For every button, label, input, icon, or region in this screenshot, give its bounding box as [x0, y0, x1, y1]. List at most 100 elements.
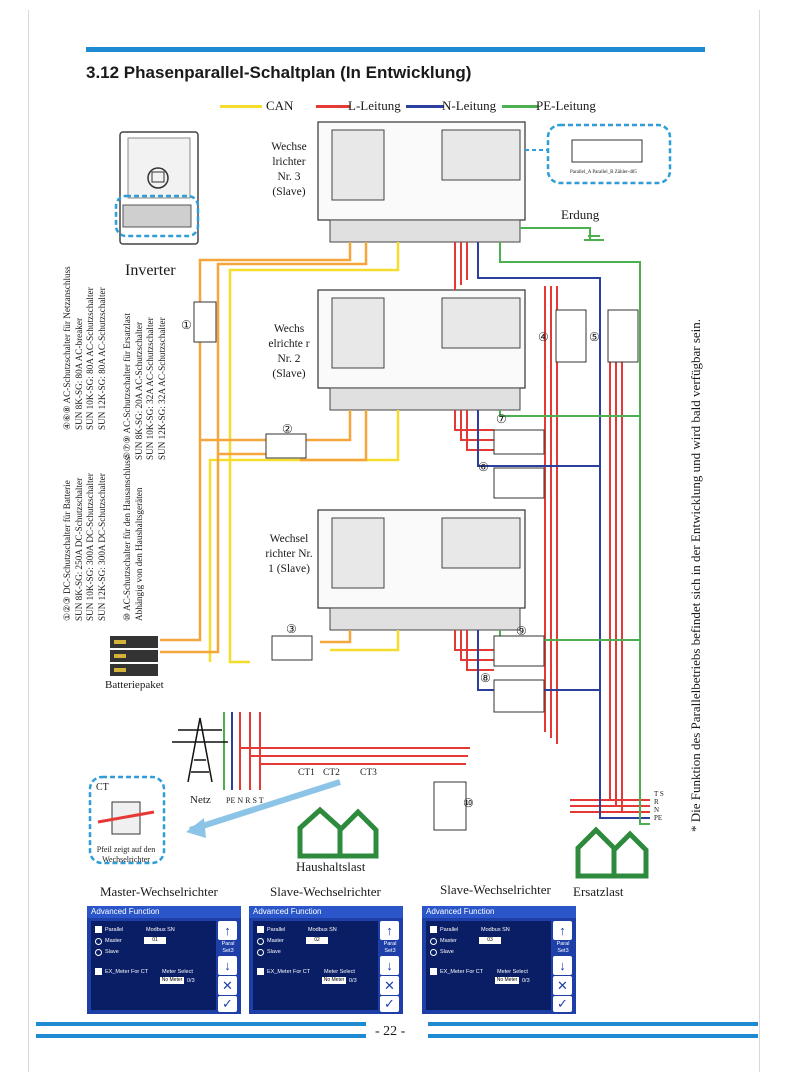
breaker-legend-line: ①②③ DC-Schutzschalter für Batterie	[62, 480, 72, 621]
breaker-legend-grid: ④⑥⑧ AC-Schutzschalter für Netzanschluss …	[62, 266, 108, 430]
up-arrow-icon[interactable]: ↑	[380, 921, 399, 940]
parallel-label: Parallel	[105, 927, 124, 933]
ct1-label: CT1	[298, 768, 315, 778]
paral-set-label: Paral Set3	[221, 941, 235, 954]
up-arrow-icon[interactable]: ↑	[218, 921, 237, 940]
ex-meter-checkbox[interactable]	[257, 968, 264, 975]
modbus-sn-field[interactable]: 01	[144, 937, 166, 944]
confirm-icon[interactable]: ✓	[380, 996, 399, 1012]
breaker-legend-line: SUN 12K-SG: 300A DC-Schutzschalter	[96, 473, 107, 621]
meter-suffix: 0/3	[187, 978, 195, 984]
confirm-icon[interactable]: ✓	[218, 996, 237, 1012]
breaker-number-7: ⑦	[496, 412, 507, 426]
ex-meter-label: EX_Meter For CT	[105, 969, 149, 975]
breaker-legend-line: SUN 10K-SG: 32A AC-Schutzschalter	[145, 317, 155, 460]
ex-meter-checkbox[interactable]	[95, 968, 102, 975]
breaker-legend-line: Abhängig von den Haushaltsgeräten	[133, 487, 144, 621]
down-arrow-icon[interactable]: ↓	[380, 956, 399, 975]
modbus-sn-field[interactable]: 03	[479, 937, 501, 944]
footer-bar-right-2	[428, 1034, 758, 1038]
panel-header: Advanced Function	[249, 906, 403, 918]
paral-set-label: Paral Set3	[383, 941, 397, 954]
ct-note: Pfeil zeigt auf den Wechselrichter	[96, 845, 156, 864]
inverter-illustration	[114, 131, 200, 245]
down-arrow-icon[interactable]: ↓	[553, 956, 572, 975]
confirm-icon[interactable]: ✓	[553, 996, 572, 1012]
ex-meter-checkbox[interactable]	[430, 968, 437, 975]
breaker-legend: ①②③ DC-Schutzschalter für Batterie SUN 8…	[62, 473, 108, 621]
inverter-1-label: Wechsel richter Nr. 1 (Slave)	[265, 533, 313, 575]
breaker-legend-line: SUN 12K-SG: 32A AC-Schutzschalter	[156, 317, 167, 460]
modbus-sn-field[interactable]: 02	[306, 937, 328, 944]
parallel-checkbox[interactable]	[95, 926, 102, 933]
legend-pe-swatch	[502, 105, 538, 108]
parallel-checkbox[interactable]	[257, 926, 264, 933]
panel-content: Parallel Modbus SN Master 01 Slave EX_Me…	[91, 921, 216, 1010]
breaker-legend-backup: ⑤⑦⑨ AC-Schutzschalter für Ersatzlast SUN…	[122, 313, 168, 460]
master-radio[interactable]	[430, 938, 437, 945]
breaker-number-3: ③	[286, 622, 297, 636]
advanced-function-panel-master: Advanced Function Parallel Modbus SN Mas…	[87, 906, 241, 1014]
close-icon[interactable]: ✕	[553, 976, 572, 995]
legend-n: N-Leitung	[406, 98, 506, 114]
up-arrow-icon[interactable]: ↑	[553, 921, 572, 940]
backup-load-label: Ersatzlast	[573, 884, 624, 899]
meter-select-field[interactable]: No Meter	[495, 977, 519, 984]
close-icon[interactable]: ✕	[218, 976, 237, 995]
slave-radio[interactable]	[257, 949, 264, 956]
breaker-number-2: ②	[282, 422, 293, 436]
inverter-3-label: Wechse lrichter Nr. 3 (Slave)	[271, 141, 307, 198]
master-radio[interactable]	[95, 938, 102, 945]
master-radio[interactable]	[257, 938, 264, 945]
breaker-number-4: ④	[538, 330, 549, 344]
meter-select-label: Meter Select	[162, 969, 193, 975]
footer-bar-left-2	[36, 1034, 366, 1038]
ac-wires	[223, 227, 650, 825]
breaker-legend-line: ⑤⑦⑨ AC-Schutzschalter für Ersatzlast	[122, 313, 132, 460]
ct3-label: CT3	[360, 768, 377, 778]
backup-house	[575, 826, 649, 879]
panel-header: Advanced Function	[422, 906, 576, 918]
legend-pe: PE-Leitung	[502, 98, 612, 114]
meter-select-field[interactable]: No Meter	[160, 977, 184, 984]
modbus-label: Modbus SN	[146, 927, 175, 933]
meter-select-label: Meter Select	[324, 969, 355, 975]
advanced-function-panel-slave-2: Advanced Function Parallel Modbus SN Mas…	[422, 906, 576, 1014]
backup-terminals-label: T S R N PE	[654, 790, 664, 822]
footer-bar-right-1	[428, 1022, 758, 1026]
down-arrow-icon[interactable]: ↓	[218, 956, 237, 975]
parallel-note: * Die Funktion des Parallelbetriebs befi…	[688, 318, 703, 832]
page-frame	[28, 10, 760, 1072]
battery-label: Batteriepaket	[105, 679, 164, 691]
legend-l-swatch	[316, 105, 350, 108]
parallel-checkbox[interactable]	[430, 926, 437, 933]
legend-can-swatch	[220, 105, 262, 108]
meter-select-label: Meter Select	[497, 969, 528, 975]
legend-n-label: N-Leitung	[442, 98, 497, 113]
ex-meter-label: EX_Meter For CT	[267, 969, 311, 975]
meter-select-field[interactable]: No Meter	[322, 977, 346, 984]
header-bar	[86, 47, 705, 52]
breaker-legend-line: SUN 10K-SG: 80A AC-Schutzschalter	[85, 287, 95, 430]
earth-symbol	[584, 235, 604, 241]
slave-radio[interactable]	[430, 949, 437, 956]
breaker-number-1: ①	[181, 318, 192, 332]
legend-can-label: CAN	[266, 98, 294, 113]
slave-radio[interactable]	[95, 949, 102, 956]
legend-pe-label: PE-Leitung	[536, 98, 596, 113]
breaker-legend-house: ⑩ AC-Schutzschalter für den Hausanschlus…	[122, 457, 145, 621]
breaker-legend-line: ④⑥⑧ AC-Schutzschalter für Netzanschluss	[62, 266, 72, 430]
slave-label: Slave	[105, 949, 119, 955]
modbus-label: Modbus SN	[308, 927, 337, 933]
page-title: 3.12 Phasenparallel-Schaltplan (In Entwi…	[86, 63, 472, 82]
advanced-function-panel-slave-1: Advanced Function Parallel Modbus SN Mas…	[249, 906, 403, 1014]
panel-content: Parallel Modbus SN Master 02 Slave EX_Me…	[253, 921, 378, 1010]
legend-l-label: L-Leitung	[348, 98, 401, 113]
master-label: Master	[267, 938, 284, 944]
panel-caption-master: Master-Wechselrichter	[100, 884, 218, 899]
close-icon[interactable]: ✕	[380, 976, 399, 995]
inverter-2-label: Wechs elrichte r Nr. 2 (Slave)	[268, 323, 310, 380]
breaker-number-9: ⑨	[516, 624, 527, 638]
parallel-port-callout	[525, 123, 672, 185]
